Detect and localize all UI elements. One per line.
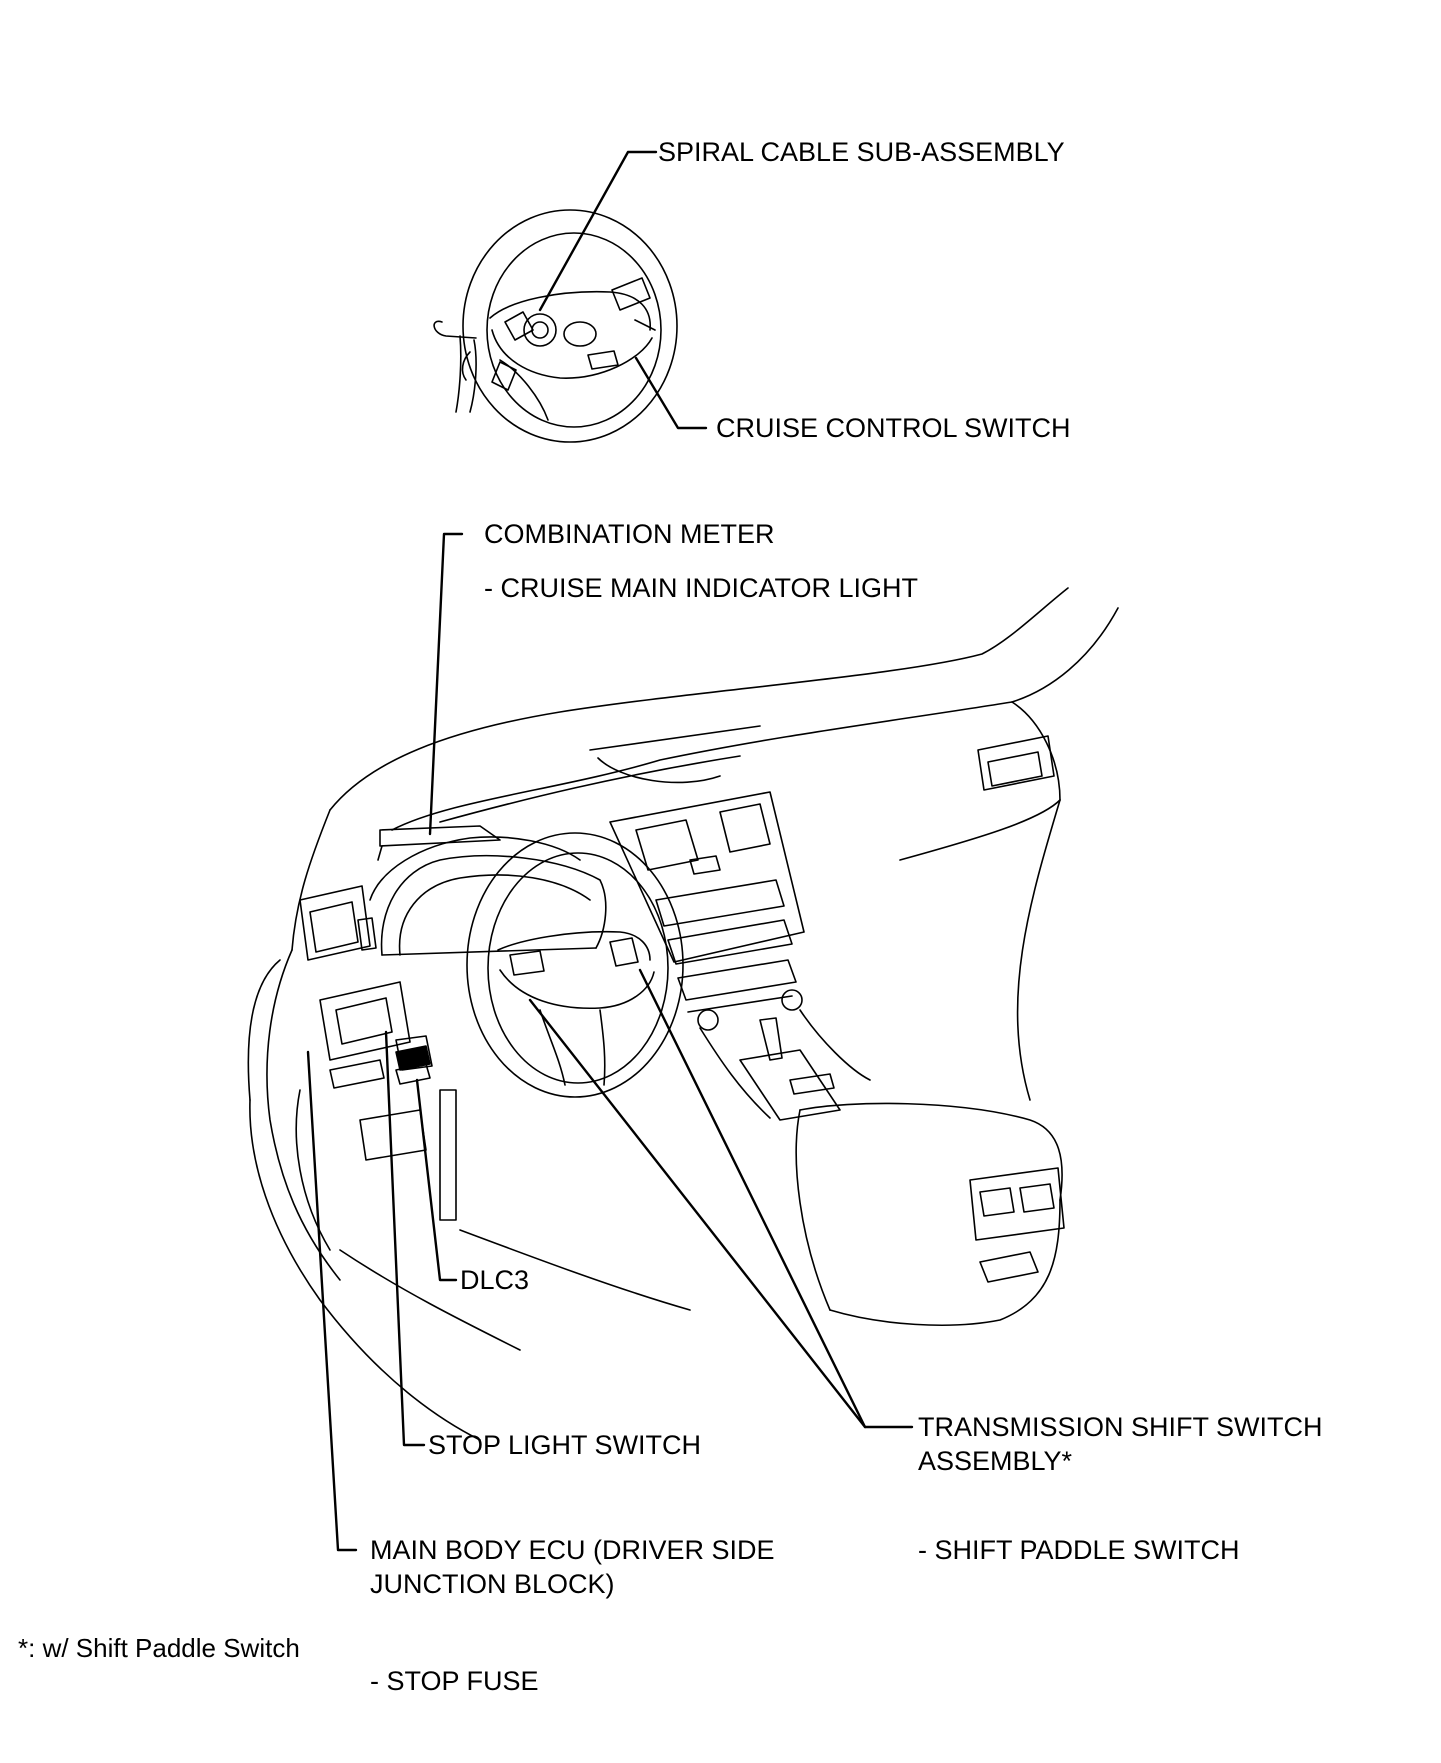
leader-lines [306,150,914,1552]
steering-wheel-detail [433,209,678,443]
leader-transmission-shift-left [528,998,914,1429]
label-spiral-cable: SPIRAL CABLE SUB-ASSEMBLY [658,137,1065,167]
label-stop-fuse: - STOP FUSE [370,1666,539,1696]
label-combination-meter: COMBINATION METER [484,519,775,549]
label-main-body-ecu-line1: MAIN BODY ECU (DRIVER SIDE [370,1535,775,1565]
dashboard-drawing [247,587,1119,1441]
label-main-body-ecu-line2: JUNCTION BLOCK) [370,1569,615,1599]
leader-dlc3 [415,1078,458,1282]
leader-transmission-shift-right [638,968,867,1429]
footnote: *: w/ Shift Paddle Switch [18,1633,300,1663]
label-dlc3: DLC3 [460,1265,530,1295]
label-transmission-shift-line1: TRANSMISSION SHIFT SWITCH [918,1412,1323,1442]
leader-main-body-ecu [306,1050,358,1552]
label-cruise-main-indicator: - CRUISE MAIN INDICATOR LIGHT [484,573,919,603]
label-transmission-shift-line2: ASSEMBLY* [918,1446,1073,1476]
label-stop-light-switch: STOP LIGHT SWITCH [428,1430,702,1460]
leader-stop-light-switch [384,1030,426,1447]
label-shift-paddle-switch: - SHIFT PADDLE SWITCH [918,1535,1240,1565]
dlc3-connector [395,1045,431,1085]
leader-spiral-cable [538,150,658,312]
label-cruise-control-switch: CRUISE CONTROL SWITCH [716,413,1071,443]
leader-combination-meter [428,532,464,836]
leader-cruise-control-switch [634,356,708,430]
